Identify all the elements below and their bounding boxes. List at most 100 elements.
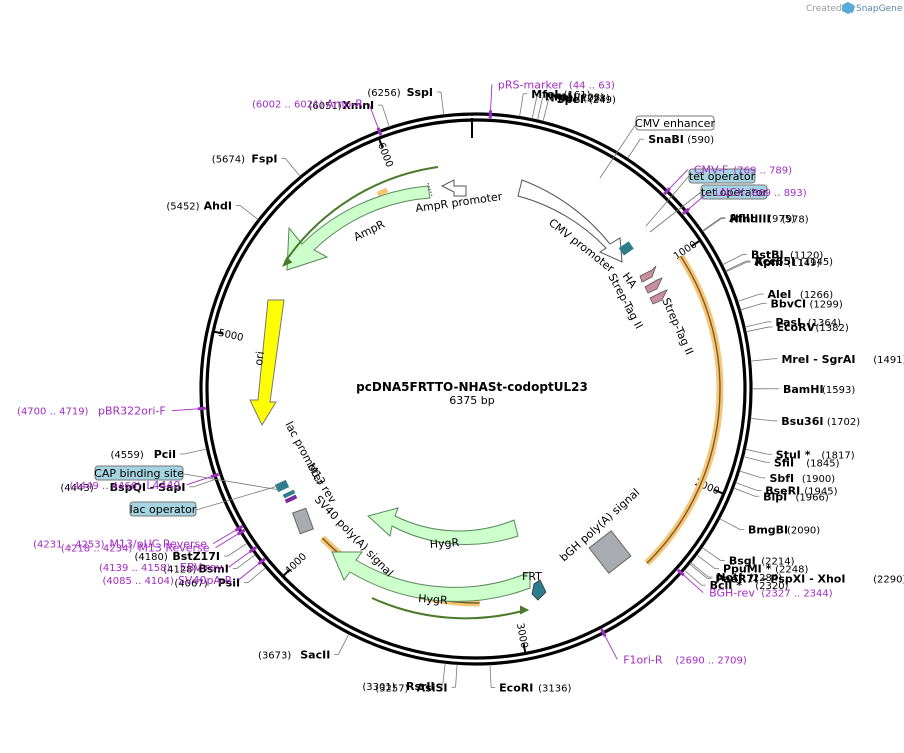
primer-l4440[interactable]: L4440 (4449 .. 4466): [70, 472, 220, 492]
site-spei[interactable]: SpeI(249): [542, 93, 616, 122]
tet-operator-2-label: tet operator: [701, 186, 768, 199]
hygr-1-label: HygR: [429, 536, 460, 551]
site-acc65i[interactable]: Acc65I(1145): [725, 255, 833, 272]
site-position: (1120): [790, 250, 823, 261]
site-position: (3301): [362, 682, 395, 693]
site-name: Bsu36I: [781, 415, 823, 428]
site-tick: [735, 482, 758, 491]
site-tick: [702, 218, 722, 232]
site-name: HindIII: [730, 212, 771, 225]
tick-mark: [691, 240, 700, 247]
site-bmgbi[interactable]: BmgBI(2090): [719, 518, 821, 537]
site-name: BamHI: [783, 383, 824, 396]
site-ecori[interactable]: EcoRI(3136): [489, 664, 572, 695]
site-tick: [737, 293, 760, 302]
site-psii[interactable]: PsiI(4067): [174, 567, 266, 590]
site-sbfi[interactable]: SbfI(1900): [739, 470, 836, 485]
site-pasi[interactable]: PasI(1364): [744, 316, 841, 329]
site-bsgi[interactable]: BsgI(2214): [701, 547, 795, 568]
site-ahdi[interactable]: AhdI(5452): [166, 199, 259, 220]
site-mfei[interactable]: MfeI(161): [519, 88, 591, 117]
primer-bar: [676, 568, 685, 577]
site-snabi[interactable]: SnaBI(590): [627, 133, 715, 159]
site-sfii[interactable]: SfiI(1845): [743, 456, 840, 469]
site-paer7i[interactable]: PaeR7I - PspXI - XhoI(2290): [689, 563, 904, 586]
site-stui[interactable]: StuI *(1817): [745, 448, 855, 461]
primer-leader: [238, 563, 259, 581]
site-mlui[interactable]: MluI(228): [537, 92, 611, 121]
cmv-enhancer-label: CMV enhancer: [635, 117, 715, 130]
site-bbvci[interactable]: BbvCI(1299): [740, 297, 843, 310]
site-name: AhdI: [204, 199, 232, 212]
site-fspi[interactable]: FspI(5674): [212, 153, 301, 177]
primer-prs-marker[interactable]: pRS-marker(44 .. 63): [488, 78, 615, 119]
orf-highlight-arc: [376, 187, 389, 197]
site-position: (1266): [800, 290, 833, 301]
site-nrui[interactable]: NruI(208): [531, 90, 604, 119]
site-tick: [744, 321, 768, 328]
site-tick: [440, 92, 445, 115]
site-tick: [193, 478, 216, 488]
site-bcli[interactable]: BclI *(2320): [684, 569, 789, 592]
primer-name: L4440: [146, 479, 180, 492]
primer-ebv-rev[interactable]: EBV-rev(4139 .. 4158): [99, 546, 257, 574]
primer-leader: [171, 408, 198, 412]
site-tick: [489, 664, 492, 688]
primer-cmv-f[interactable]: CMV-F(769 .. 789): [663, 164, 792, 196]
site-name: FspI: [251, 153, 277, 166]
ampr-cds-line-head: [282, 256, 293, 267]
site-name: MreI - SgrAI: [781, 353, 855, 366]
site-bsu36i[interactable]: Bsu36I(1702): [750, 415, 860, 428]
site-bstz17i[interactable]: BstZ17I(4180): [135, 542, 248, 563]
primer-leader: [604, 636, 618, 660]
primer-sv40pa-r[interactable]: SV40pA-R(4085 .. 4104): [103, 557, 266, 587]
primer-f1ori-r[interactable]: F1ori-R(2690 .. 2709): [600, 628, 747, 666]
site-hindiii[interactable]: HindIII(978): [702, 212, 809, 232]
site-bstbi[interactable]: BstBI(1120): [722, 248, 823, 266]
primer-bar: [197, 406, 206, 411]
site-mrei[interactable]: MreI - SgrAI(1491): [750, 353, 904, 366]
site-bseri[interactable]: BseRI(1945): [735, 482, 838, 498]
site-asisi[interactable]: AsiSI(3257): [375, 664, 458, 694]
site-alei[interactable]: AleI(1266): [737, 288, 834, 302]
ampr-arrow: [286, 185, 431, 271]
site-bamhi[interactable]: BamHI(1593): [751, 383, 855, 396]
primer-range: (4449 .. 4466): [70, 481, 142, 492]
site-rsrii[interactable]: RsrII(3301): [362, 663, 446, 693]
site-pcii[interactable]: PciI(4559): [110, 448, 207, 461]
site-tick: [689, 563, 708, 579]
primer-bar: [663, 187, 671, 196]
site-sspi[interactable]: SspI(6256): [367, 86, 445, 115]
primer-bgh-rev[interactable]: BGH-rev(2327 .. 2344): [676, 568, 833, 600]
site-aflii[interactable]: AflII(975): [702, 212, 795, 232]
primer-pbr322ori-f[interactable]: pBR322ori-F(4700 .. 4719): [17, 405, 206, 418]
site-sacii[interactable]: SacII(3673): [258, 633, 350, 661]
site-bspqi[interactable]: BspQI - SapI(4443): [60, 478, 216, 494]
primer-m13-reverse[interactable]: M13 Reverse(4218 .. 4234): [61, 528, 246, 555]
tick-mark: [282, 568, 291, 577]
site-noti[interactable]: NotI(2284): [690, 562, 783, 584]
site-position: (4443): [60, 483, 93, 494]
site-tick: [285, 158, 301, 177]
site-position: (161): [564, 90, 591, 101]
site-blpi[interactable]: BlpI(1966): [733, 487, 829, 503]
site-tick: [745, 448, 768, 455]
site-xmni[interactable]: XmnI(6051): [308, 99, 390, 128]
plasmid-size: 6375 bp: [449, 394, 494, 407]
site-ppumi[interactable]: PpuMI *(2248): [696, 554, 809, 576]
ampr-promoter-arrow: [440, 179, 467, 197]
site-kpni[interactable]: KpnI(1149): [725, 256, 821, 273]
primer-name: M13/pUC Reverse: [109, 538, 207, 551]
box-tet-operator-2: tet operator: [649, 184, 768, 233]
site-position: (975): [768, 214, 795, 225]
site-tick: [750, 358, 774, 362]
primer-amp-r[interactable]: Amp-R(6002 .. 6021): [252, 97, 383, 136]
snapgene-logo: SnapGene: [842, 2, 903, 14]
primer-leader: [215, 533, 238, 549]
site-ecorv[interactable]: EcoRV(1382): [745, 321, 849, 334]
hygr-cds-line: [371, 597, 527, 620]
primer-m13-puc-reverse[interactable]: M13/pUC Reverse(4231 .. 4253): [33, 525, 244, 551]
site-name: BmgBI: [748, 523, 788, 536]
site-bsmi[interactable]: BsmI(4128): [163, 554, 256, 576]
primer-lncx[interactable]: LNCX(869 .. 893): [681, 186, 807, 216]
